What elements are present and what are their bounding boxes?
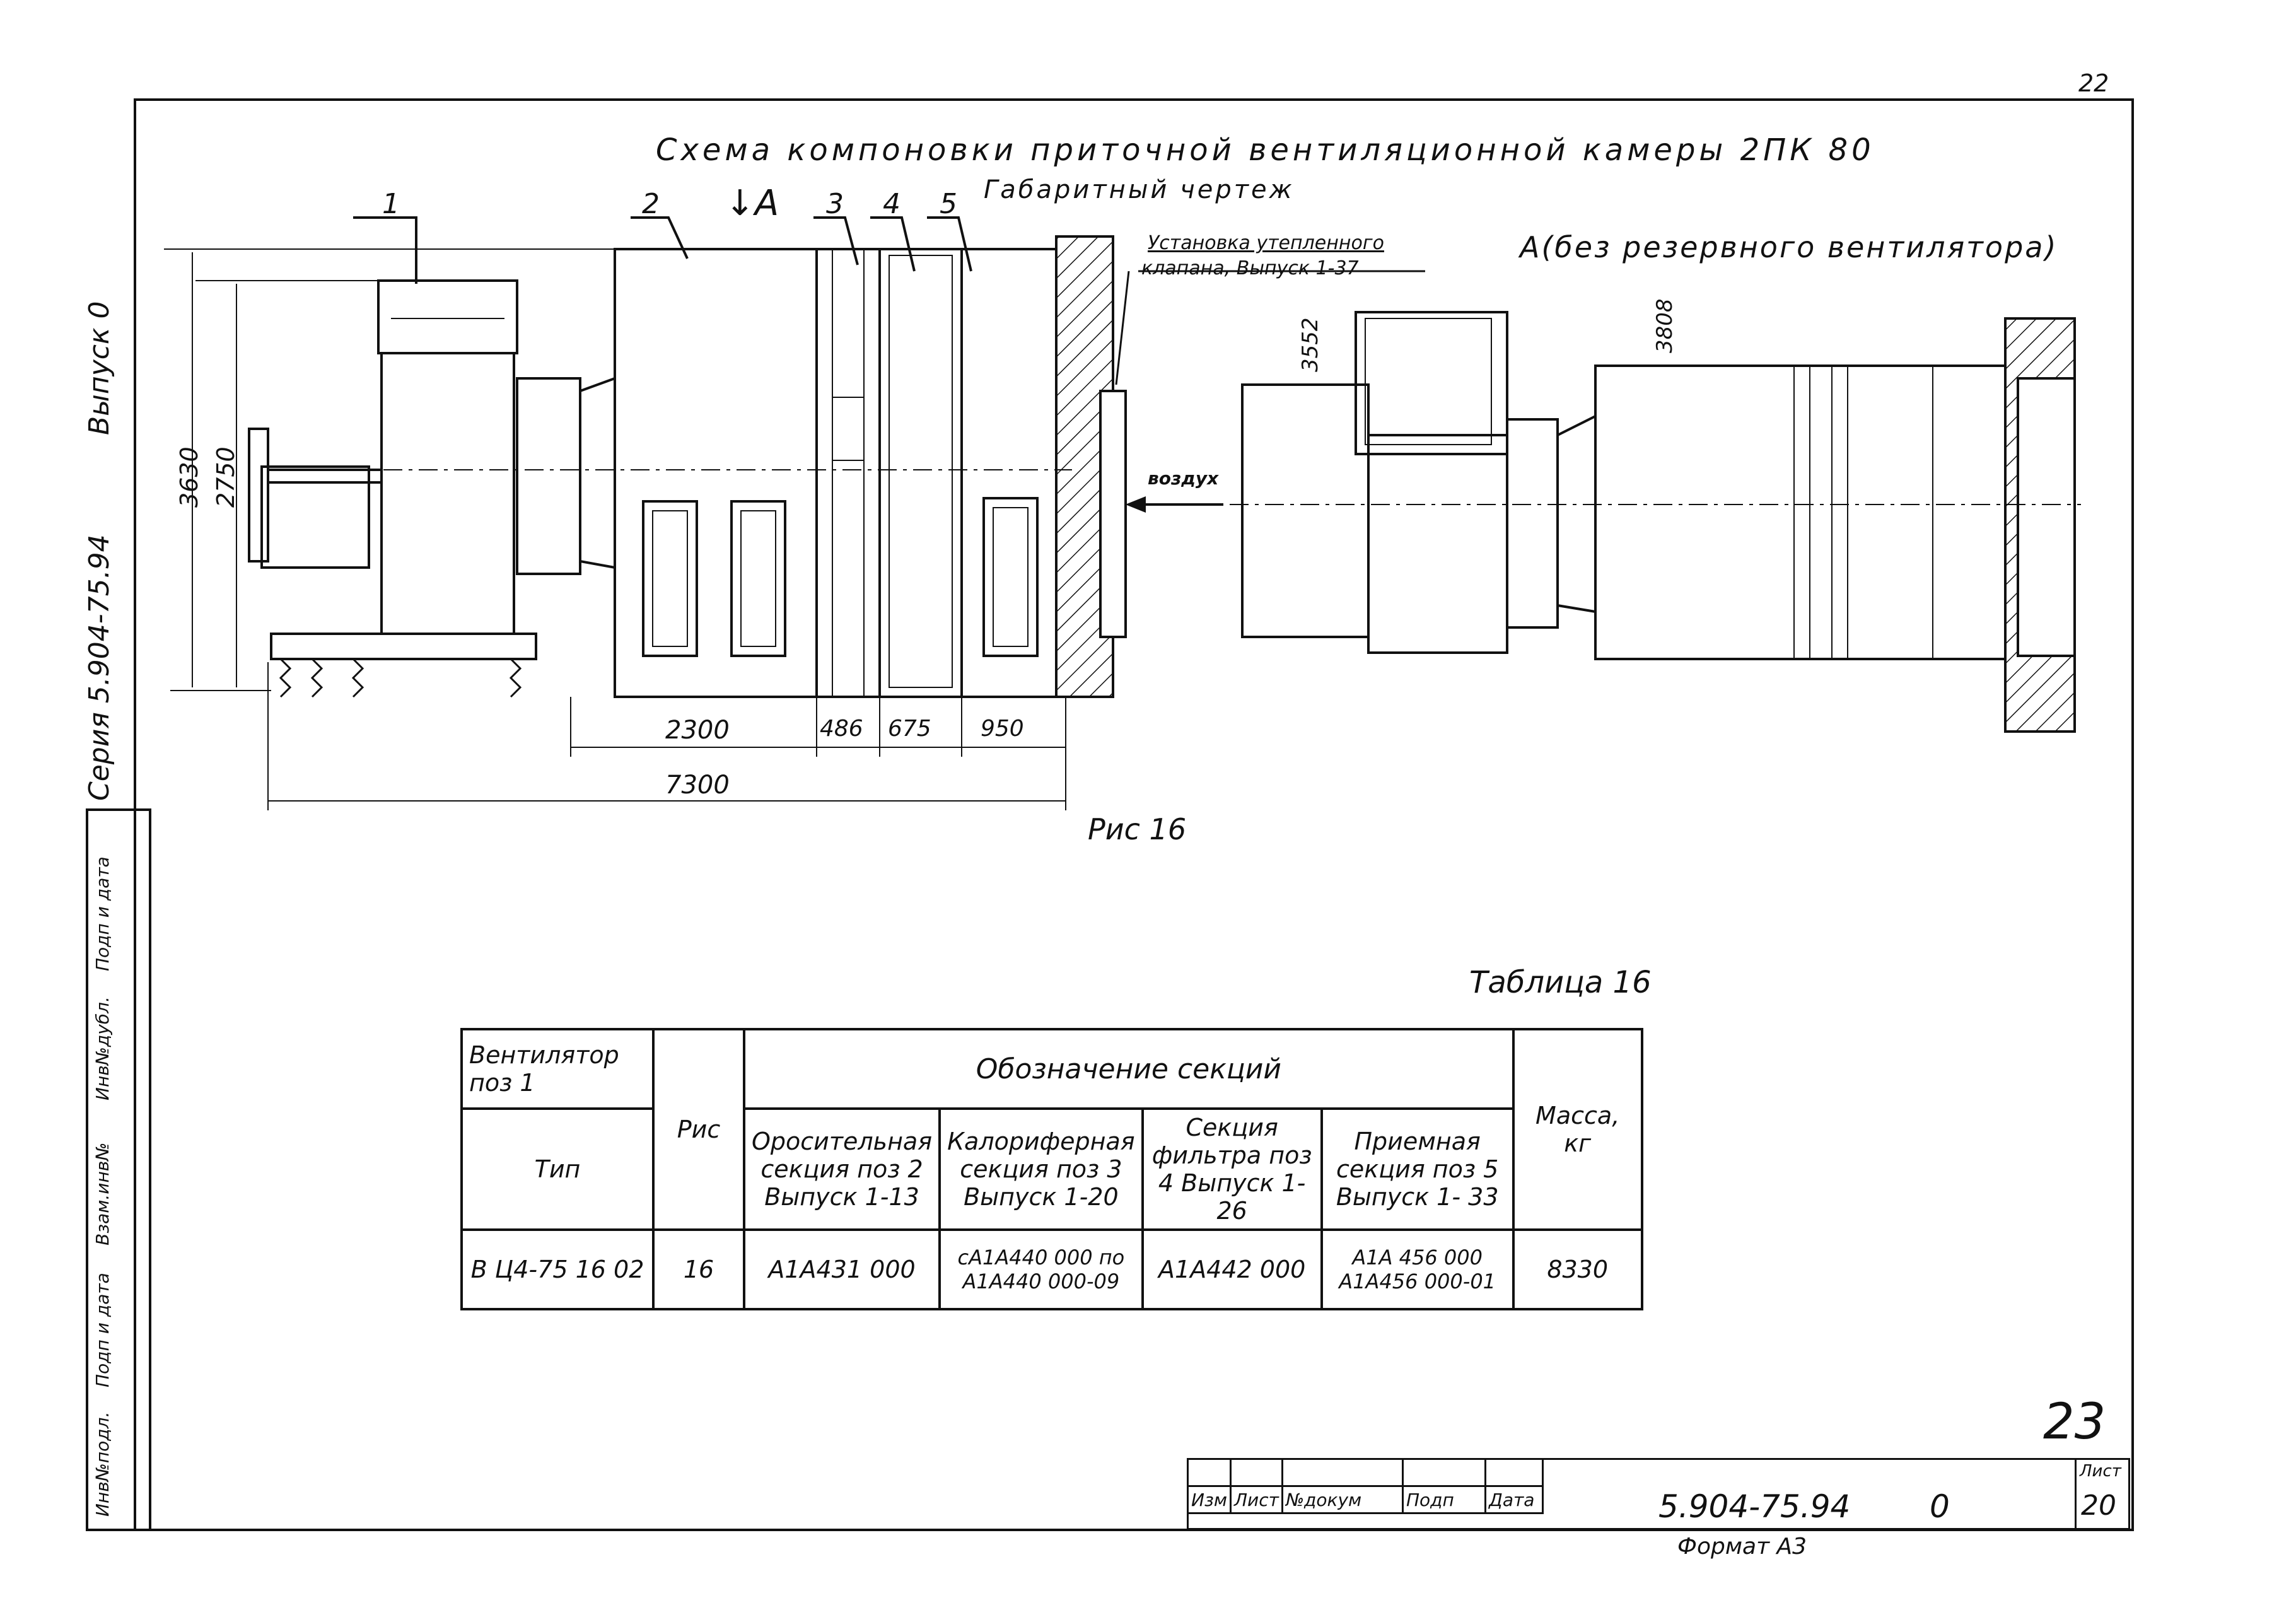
col-sign: Подп: [1401, 1485, 1486, 1514]
heater-section: [815, 248, 881, 698]
fan-inlet: [516, 377, 581, 575]
col-date: Дата: [1484, 1485, 1544, 1514]
page-number: 23: [2043, 1394, 2106, 1450]
row-type: В Ц4-75 16 02: [460, 1228, 655, 1310]
position-1: 1: [382, 188, 400, 220]
row-filter: А1А442 000: [1141, 1228, 1323, 1310]
doc-code: 5.904-75.94: [1658, 1488, 1851, 1525]
row-intake: А1А 456 000 А1А456 000-01: [1320, 1228, 1515, 1310]
issue-code: 0: [1930, 1488, 1950, 1525]
view-a-section-body: [1594, 365, 2007, 660]
valve-note-1: Установка утепленного: [1148, 232, 1384, 254]
col-doc: №докум: [1281, 1485, 1404, 1514]
leader-2: [631, 216, 689, 259]
door-3: [982, 497, 1039, 657]
fan-header: Вентилятор поз 1: [460, 1028, 655, 1110]
leader-3: [813, 216, 859, 265]
view-a-title: А(без резервного вентилятора): [1520, 230, 2058, 264]
intake-section: [960, 248, 1058, 698]
transition-cone: [579, 376, 616, 569]
sheet-box: [2075, 1458, 2130, 1530]
figure-caption: Рис 16: [1088, 812, 1187, 846]
sheet-label: Лист: [2080, 1462, 2121, 1481]
fan-motor: [260, 465, 370, 569]
view-a-fan-box: [1355, 311, 1508, 455]
fan-motor-support: [248, 428, 269, 563]
row-heater: сА1А440 000 по А1А440 000-09: [938, 1228, 1144, 1310]
drawing-title: Схема компоновки приточной вентиляционно…: [656, 132, 1875, 168]
filter-section: [878, 248, 963, 698]
col-sheet: Лист: [1229, 1485, 1283, 1514]
dim-sec2: 2300: [665, 716, 730, 745]
sections-header: Обозначение секций: [743, 1028, 1515, 1110]
position-2: 2: [642, 188, 660, 220]
valve-note-2: клапана, Выпуск 1-37: [1141, 257, 1359, 279]
table-caption: Таблица 16: [1469, 965, 1652, 1000]
fig-header: Рис: [652, 1028, 745, 1231]
position-5: 5: [940, 188, 957, 220]
insulated-valve: [1099, 390, 1127, 638]
corner-sheet-number: 22: [2078, 69, 2109, 97]
view-a-motor-frame: [1241, 383, 1370, 638]
col-change: Изм: [1187, 1485, 1232, 1514]
row-intake-line1: А1А 456 000: [1352, 1245, 1483, 1269]
door-1: [642, 500, 698, 657]
row-mass: 8330: [1512, 1228, 1643, 1310]
dim-sec3: 486: [820, 716, 863, 742]
row-heater-line2: А1А440 000-09: [962, 1269, 1120, 1293]
col-heater: Калориферная секция поз 3 Выпуск 1-20: [938, 1107, 1144, 1231]
dim-sec5: 950: [981, 716, 1024, 742]
fan-housing: [380, 352, 515, 635]
dim-sec4: 675: [888, 716, 931, 742]
view-a-fan-body: [1367, 434, 1508, 654]
position-3: 3: [826, 188, 844, 220]
left-binding-strip: [86, 808, 151, 1531]
type-header: Тип: [460, 1107, 655, 1231]
view-a-inlet: [1506, 418, 1559, 629]
drawing-subtitle: Габаритный чертеж: [984, 175, 1295, 204]
col-irrigation: Оросительная секция поз 2 Выпуск 1-13: [742, 1107, 941, 1231]
sheet-number: 20: [2081, 1490, 2116, 1522]
col-intake: Приемная секция поз 5 Выпуск 1- 33: [1320, 1107, 1515, 1231]
col-filter: Секция фильтра поз 4 Выпуск 1- 26: [1141, 1107, 1323, 1231]
row-heater-line1: сА1А440 000 по: [957, 1245, 1125, 1269]
leader-5: [927, 216, 972, 272]
dim-total-length: 7300: [665, 771, 730, 800]
door-2: [730, 500, 786, 657]
fan-base: [270, 633, 537, 660]
air-label: воздух: [1148, 468, 1219, 489]
drawing-frame: [134, 98, 2134, 1531]
revision-grid: Изм Лист №докум Подп Дата: [1187, 1458, 1544, 1514]
leader-1: [353, 216, 417, 284]
leader-4: [870, 216, 916, 272]
fan-top-box: [377, 279, 518, 354]
row-intake-line2: А1А456 000-01: [1339, 1269, 1496, 1293]
format-label: Формат А3: [1677, 1534, 1807, 1560]
view-marker-a: ↓А: [725, 183, 779, 224]
mass-header: Масса, кг: [1512, 1028, 1643, 1231]
row-irrigation: А1А431 000: [742, 1228, 941, 1310]
row-fig: 16: [652, 1228, 745, 1310]
vibration-isolators: [279, 658, 522, 698]
position-4: 4: [883, 188, 900, 220]
sections-table: Вентилятор поз 1 Рис Обозначение секций …: [460, 1028, 1643, 1310]
